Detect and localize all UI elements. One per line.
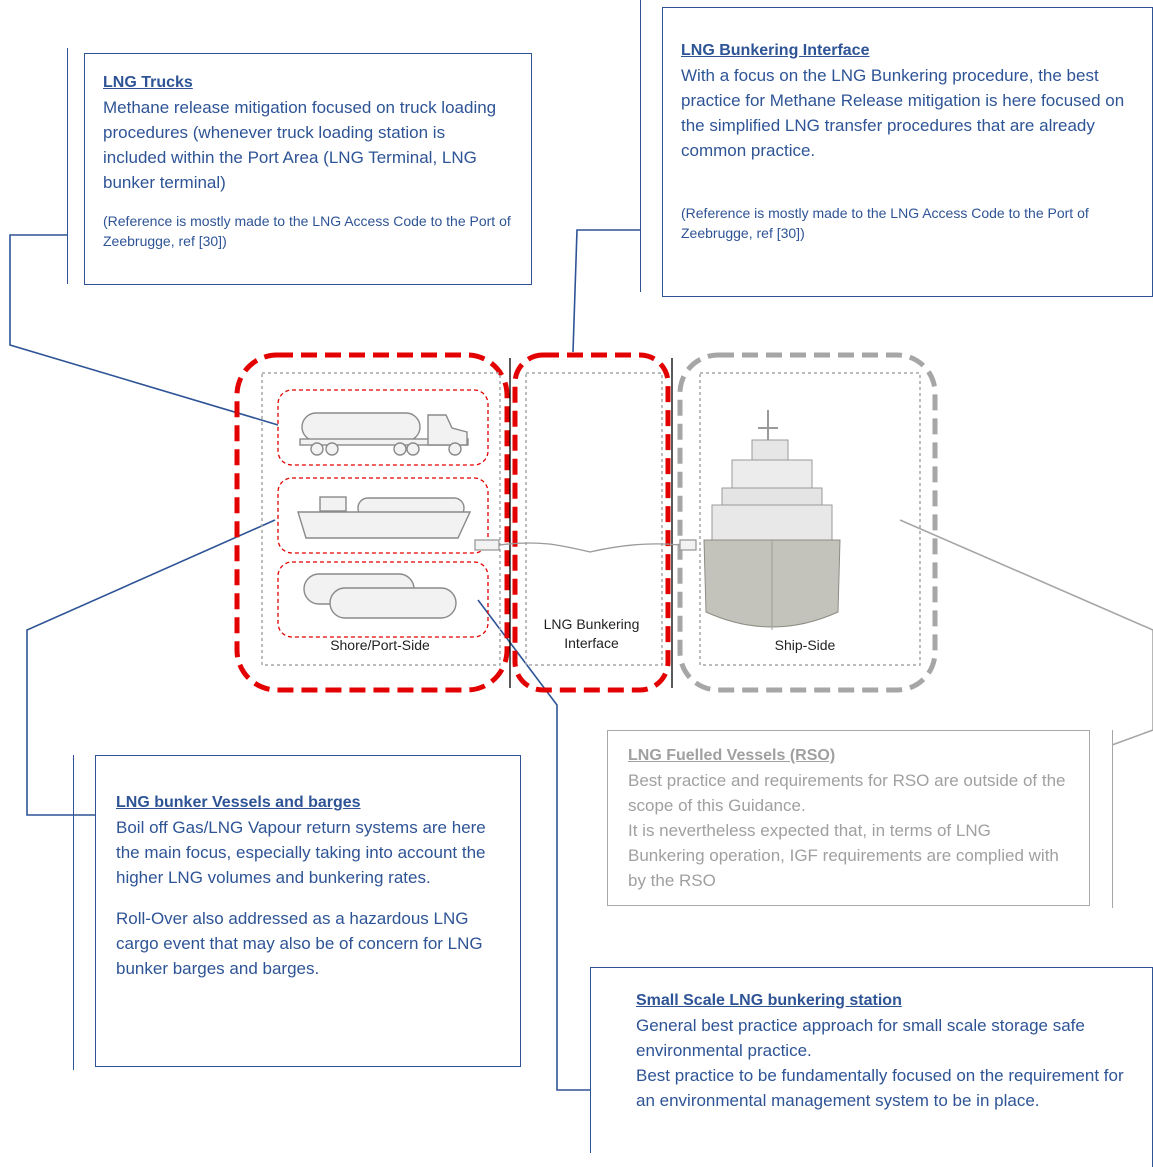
trucks-bracket <box>67 48 68 284</box>
leader-rso <box>899 519 1153 746</box>
vessels-bracket <box>73 755 74 1070</box>
callout-fuelled-vessels-rso: LNG Fuelled Vessels (RSO) Best practice … <box>607 730 1090 906</box>
callout-lng-trucks-title: LNG Trucks <box>103 74 193 91</box>
bunkering-interface-label-line2: Interface <box>564 635 619 651</box>
ship-side-label: Ship-Side <box>774 637 836 653</box>
leader-vessels <box>26 519 276 816</box>
callout-station-body2: Best practice to be fundamentally focuse… <box>636 1066 1124 1110</box>
callout-lng-trucks: LNG Trucks Methane release mitigation fo… <box>84 53 532 285</box>
callout-station-title: Small Scale LNG bunkering station <box>636 992 902 1009</box>
callout-bunker-vessels: LNG bunker Vessels and barges Boil off G… <box>95 755 521 1067</box>
shore-side-label: Shore/Port-Side <box>330 637 430 653</box>
leader-trucks <box>9 234 279 426</box>
shore-zone-border <box>234 352 510 693</box>
callout-station-body: General best practice approach for small… <box>636 1016 1085 1060</box>
callout-bunkering-interface-ref: (Reference is mostly made to the LNG Acc… <box>681 205 1089 241</box>
leader-interface <box>572 229 640 353</box>
bunker-vessel-icon <box>297 496 472 539</box>
callout-bunker-vessels-title: LNG bunker Vessels and barges <box>116 794 361 811</box>
bunkering-interface-label-line1: LNG Bunkering <box>543 616 640 632</box>
interface-zone-border <box>512 352 671 693</box>
station-bracket <box>590 967 591 1153</box>
callout-bunkering-interface-body: With a focus on the LNG Bunkering proced… <box>681 66 1125 160</box>
ship-zone-border <box>677 352 938 693</box>
callout-rso-title: LNG Fuelled Vessels (RSO) <box>628 747 836 764</box>
bunkering-hose <box>474 539 697 553</box>
callout-bunkering-interface: LNG Bunkering Interface With a focus on … <box>662 7 1153 297</box>
rso-bracket <box>1112 730 1113 908</box>
callout-lng-trucks-ref: (Reference is mostly made to the LNG Acc… <box>103 213 511 249</box>
callout-bunker-vessels-body2: Roll-Over also addressed as a hazardous … <box>116 909 483 978</box>
callout-bunker-vessels-body: Boil off Gas/LNG Vapour return systems a… <box>116 818 486 887</box>
lng-truck-icon <box>299 412 469 456</box>
interface-bracket <box>640 0 641 292</box>
callout-rso-body2: It is nevertheless expected that, in ter… <box>628 821 1059 890</box>
callout-small-scale-station: Small Scale LNG bunkering station Genera… <box>590 967 1153 1167</box>
ship-icon <box>703 410 841 630</box>
callout-rso-body: Best practice and requirements for RSO a… <box>628 771 1066 815</box>
callout-bunkering-interface-title: LNG Bunkering Interface <box>681 42 870 59</box>
callout-lng-trucks-body: Methane release mitigation focused on tr… <box>103 98 497 192</box>
bunkering-interface-label: LNG Bunkering Interface <box>520 615 663 653</box>
storage-tanks-icon <box>303 573 457 619</box>
